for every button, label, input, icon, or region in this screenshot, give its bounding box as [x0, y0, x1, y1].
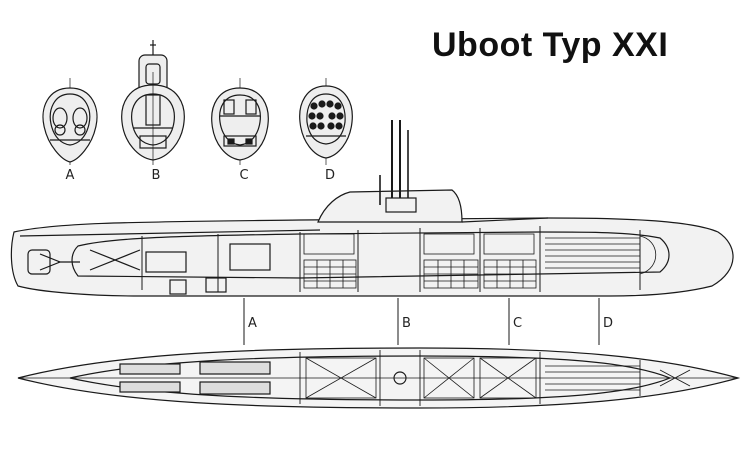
- cut-line-b-label: B: [402, 316, 411, 331]
- cross-section-d-label: D: [325, 168, 335, 183]
- cross-section-d: [299, 78, 353, 165]
- cut-line-c-label: C: [513, 316, 522, 331]
- cut-line-d-label: D: [603, 316, 613, 331]
- cross-section-c-label: C: [239, 168, 248, 183]
- cross-section-a: [42, 78, 98, 165]
- cut-line-a-label: A: [248, 316, 257, 331]
- cross-section-b: [121, 40, 185, 165]
- cross-section-a-label: A: [66, 168, 75, 183]
- diagram-title: Uboot Typ XXI: [432, 26, 669, 64]
- top-view: [17, 347, 741, 409]
- side-profile: [10, 120, 734, 297]
- cross-section-c: [211, 78, 269, 165]
- section-cut-lines: [243, 298, 600, 345]
- cross-section-b-label: B: [152, 168, 161, 183]
